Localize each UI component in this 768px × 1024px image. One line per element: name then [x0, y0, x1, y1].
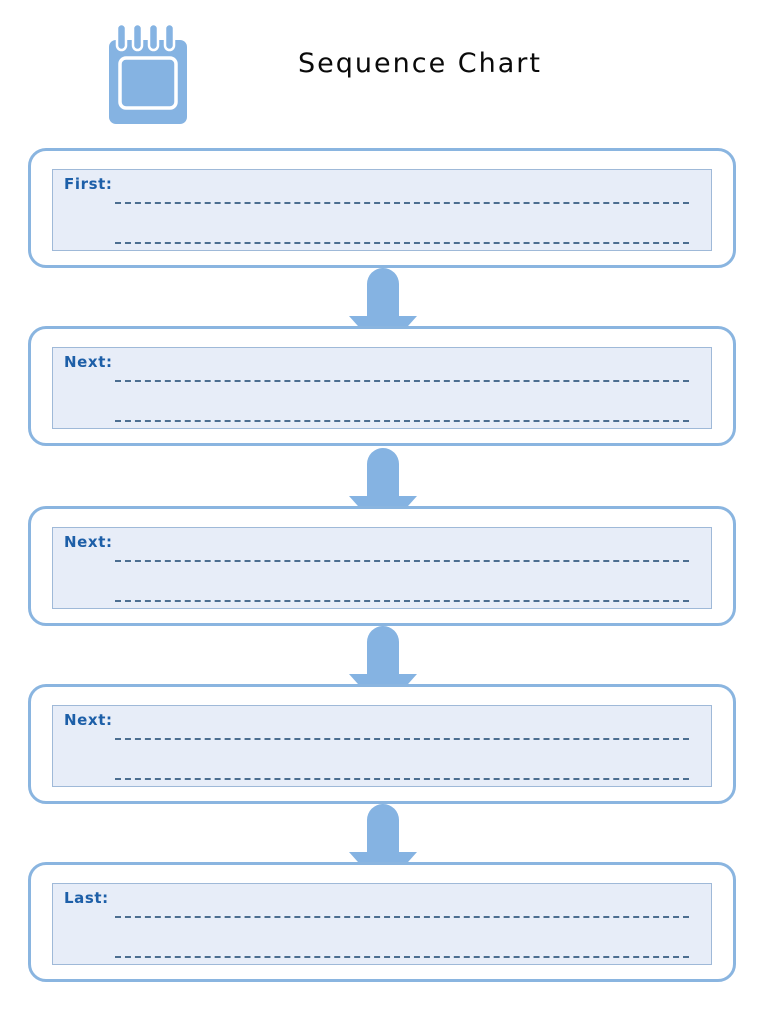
step-text-panel[interactable]: First: [52, 169, 712, 251]
sequence-step-next-2[interactable]: Next: [28, 506, 736, 626]
step-label: Last: [64, 889, 109, 907]
sequence-step-first[interactable]: First: [28, 148, 736, 268]
page-header: Sequence Chart [0, 0, 768, 140]
write-line-1[interactable] [115, 202, 689, 204]
sequence-step-last[interactable]: Last: [28, 862, 736, 982]
notepad-icon [106, 22, 190, 126]
step-text-panel[interactable]: Next: [52, 347, 712, 429]
write-line-2[interactable] [115, 600, 689, 602]
write-line-1[interactable] [115, 560, 689, 562]
write-line-2[interactable] [115, 778, 689, 780]
step-text-panel[interactable]: Next: [52, 705, 712, 787]
step-label: Next: [64, 533, 113, 551]
step-text-panel[interactable]: Next: [52, 527, 712, 609]
step-label: Next: [64, 353, 113, 371]
write-line-2[interactable] [115, 420, 689, 422]
step-text-panel[interactable]: Last: [52, 883, 712, 965]
sequence-step-next-3[interactable]: Next: [28, 684, 736, 804]
write-line-1[interactable] [115, 738, 689, 740]
write-line-2[interactable] [115, 956, 689, 958]
write-line-1[interactable] [115, 380, 689, 382]
page-title: Sequence Chart [298, 48, 542, 79]
write-line-1[interactable] [115, 916, 689, 918]
sequence-step-next-1[interactable]: Next: [28, 326, 736, 446]
step-label: First: [64, 175, 113, 193]
write-line-2[interactable] [115, 242, 689, 244]
step-label: Next: [64, 711, 113, 729]
